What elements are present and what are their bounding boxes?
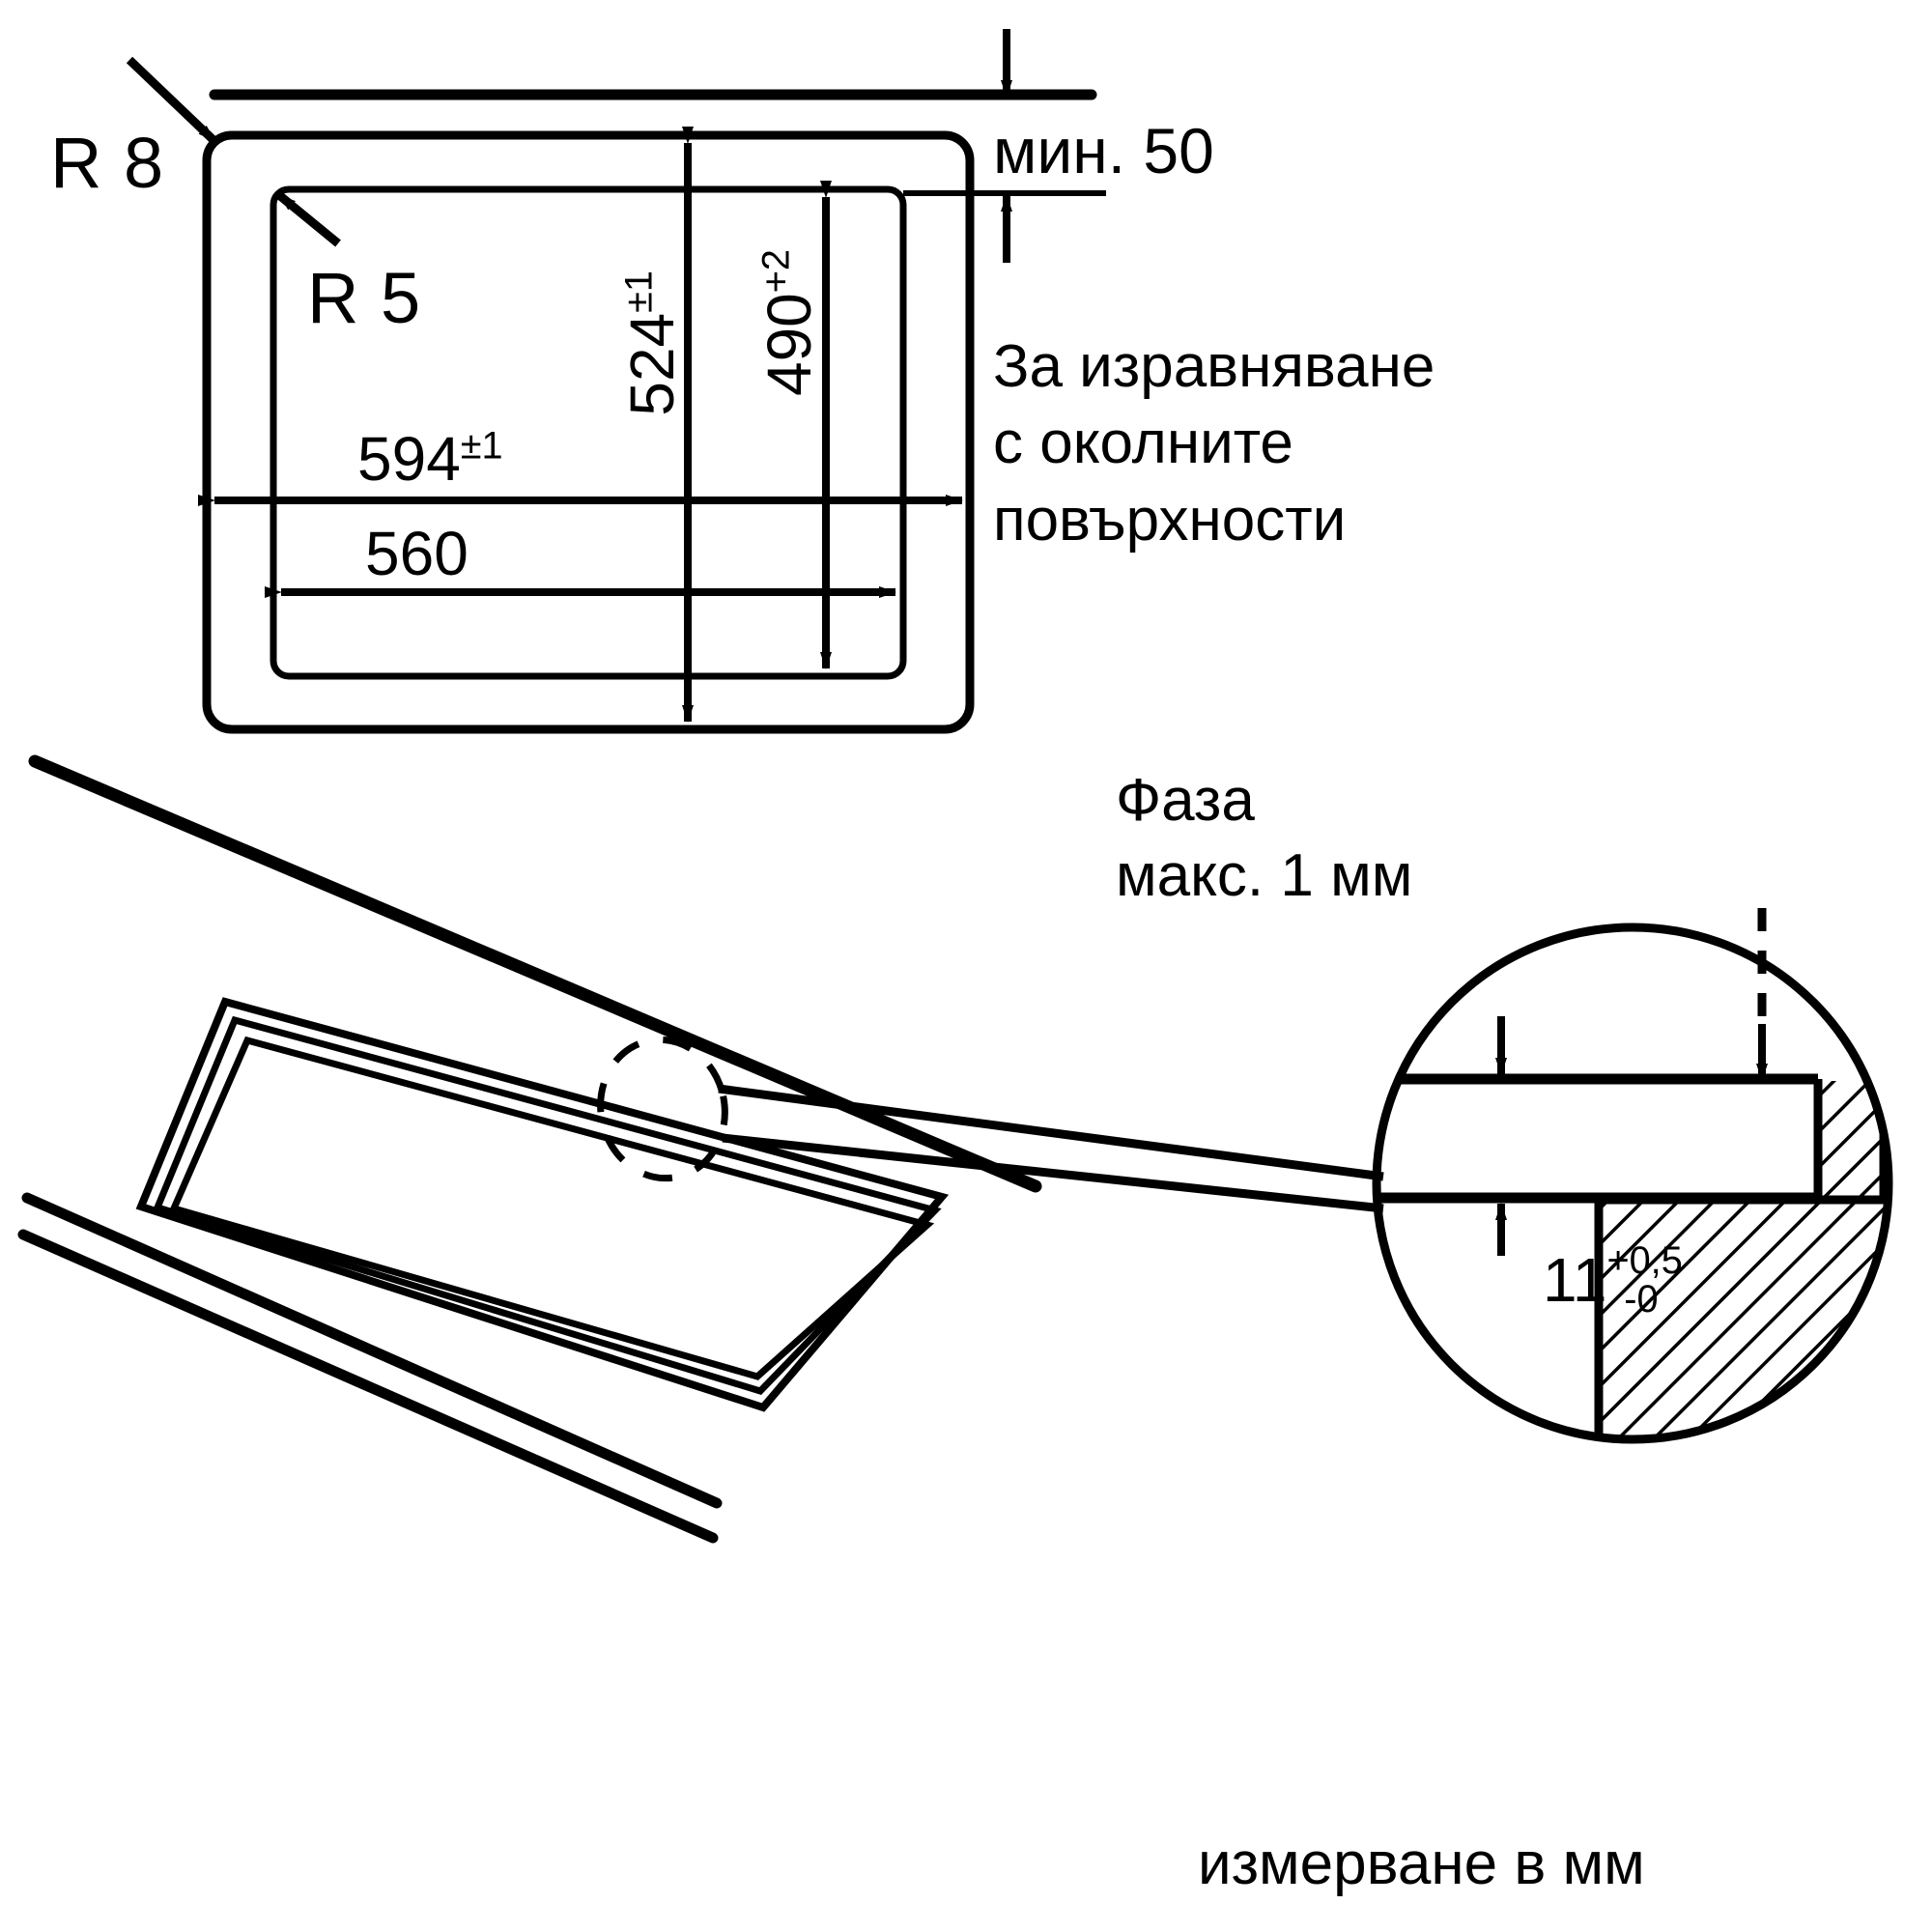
worktop-far-edge (28, 754, 1042, 1193)
thickness-value: 11 (1543, 1245, 1607, 1315)
cutout-opening-middle (153, 1015, 942, 1395)
detail-leader-lower (722, 1133, 1384, 1213)
phase-note-line-2: макс. 1 мм (1116, 841, 1413, 909)
thickness-tolerance-upper: +0,5 (1606, 1239, 1683, 1283)
r8-leader-icon (126, 56, 218, 145)
dim-594-tolerance: ±1 (460, 424, 503, 468)
dim-490-value: 490 (754, 293, 824, 397)
cutout-opening-outer (135, 997, 950, 1412)
alignment-note-line-3: повърхности (993, 486, 1347, 554)
radius-outer-label: R 8 (50, 123, 165, 203)
thickness-tolerance: +0,5-0 (1606, 1242, 1682, 1319)
dim-490-label: 490+2 (754, 249, 825, 397)
detail-callout-circle (597, 1036, 728, 1182)
outer-cutout-rect (202, 130, 975, 734)
phase-note-line-1: Фаза (1116, 767, 1255, 834)
inner-cutout-rect (270, 185, 907, 680)
min-clearance-label: мин. 50 (993, 115, 1214, 186)
worktop-near-edge-inner (17, 1229, 719, 1544)
alignment-note-line-2: с околните (993, 410, 1293, 477)
r5-leader-icon (276, 191, 341, 247)
phase-note: Фаза макс. 1 мм (1116, 763, 1412, 913)
magnified-detail-group (1372, 908, 1893, 1444)
thickness-tolerance-lower: -0 (1624, 1278, 1659, 1321)
worktop-near-edge-outer (21, 1192, 723, 1509)
units-note: измерване в мм (1198, 1831, 1645, 1897)
perspective-worktop-group (17, 754, 1384, 1544)
radius-inner-label: R 5 (307, 258, 422, 338)
dim-524-value: 524 (617, 312, 687, 416)
dim-524-label: 524±1 (617, 270, 688, 416)
dim-594-label: 594±1 (357, 424, 503, 495)
thickness-dimension-label: 11+0,5-0 (1543, 1242, 1683, 1323)
detail-leader-upper (718, 1084, 1384, 1181)
detail-circle-outline (1372, 923, 1893, 1444)
dim-594-value: 594 (357, 424, 461, 494)
top-view-group (126, 29, 1106, 734)
dim-524-tolerance: ±1 (617, 270, 661, 313)
dim-560-label: 560 (365, 519, 469, 588)
dim-490-tolerance: +2 (754, 249, 798, 294)
alignment-note-line-1: За изравняване (993, 333, 1435, 400)
alignment-note: За изравняване с околните повърхности (993, 328, 1435, 558)
